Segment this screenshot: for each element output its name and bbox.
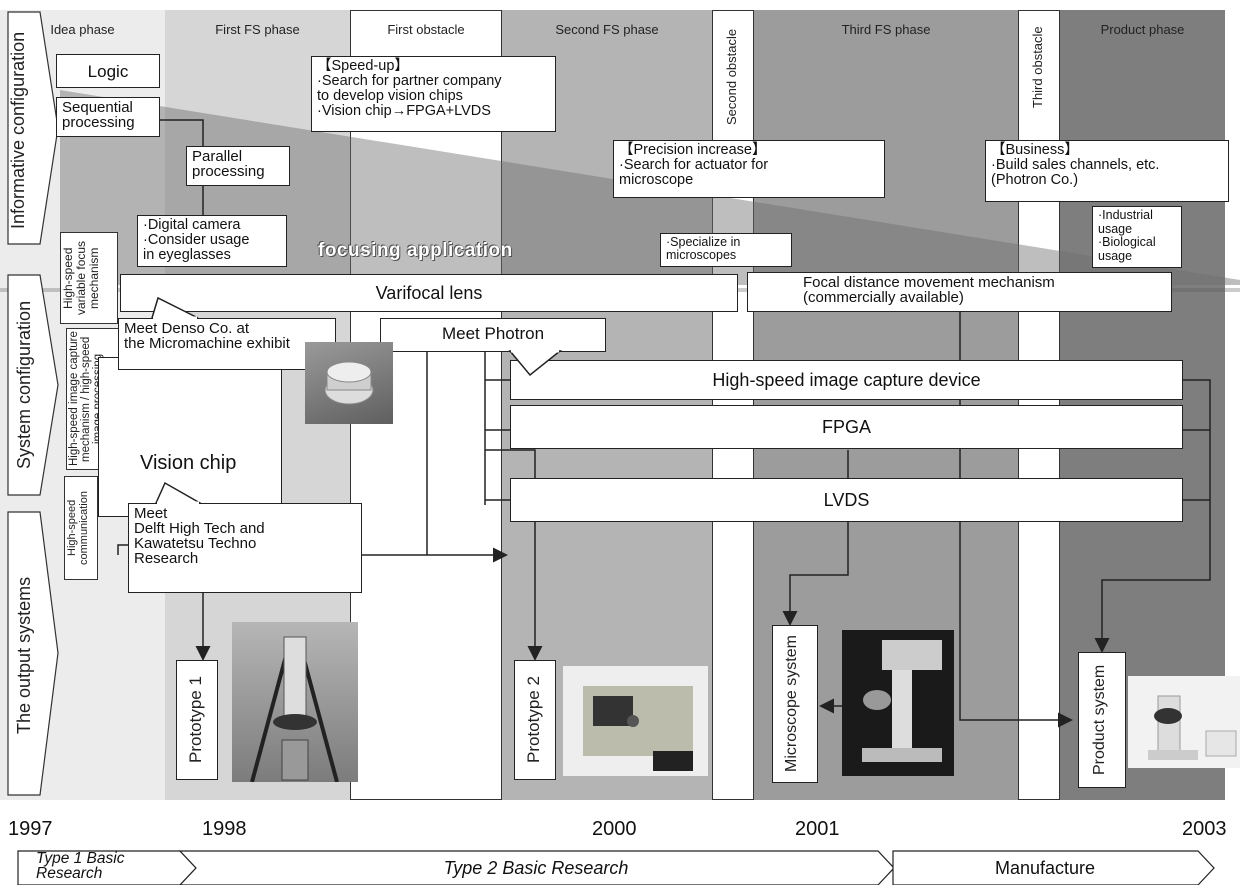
sub-label-focus-box [60,232,118,324]
prototype2-box [514,660,556,780]
varifocal-lens-bar: Varifocal lens [120,274,738,312]
focal-distance-bar: Focal distance movement mechanism (comme… [747,272,1172,312]
phase-label-first-fs: First FS phase [215,22,300,37]
phase-label-third-fs: Third FS phase [841,22,931,37]
phase-label-second-fs: Second FS phase [555,22,659,37]
timeline-manufacture: Manufacture [994,858,1096,878]
usage-box: ·Industrial usage ·Biological usage [1092,206,1182,268]
business-box: 【Business】 ·Build sales channels, etc. (… [985,140,1229,202]
digital-camera-box: ·Digital camera ·Consider usage in eyegl… [137,215,287,267]
year-2001: 2001 [795,818,840,840]
prototype2-photo [563,666,708,776]
specialize-box: ·Specialize in microscopes [660,233,792,267]
speed-up-box: 【Speed-up】 ·Search for partner company t… [311,56,556,132]
prototype1-photo [232,622,358,783]
phase-label-first-obstacle: First obstacle [387,22,465,37]
meet-denso-callout: Meet Denso Co. at the Micromachine exhib… [118,318,336,370]
precision-increase-box: 【Precision increase】 ·Search for actuato… [613,140,885,198]
sequential-processing-box: Sequential processing [56,97,160,137]
product-photo [1128,676,1240,768]
microscope-photo [842,630,954,776]
fpga-bar: FPGA [510,405,1183,449]
year-1998: 1998 [202,818,247,840]
meet-photron-callout: Meet Photron [380,318,606,352]
year-2000: 2000 [592,818,637,840]
focusing-application-label: focusing application [318,240,513,261]
parallel-processing-box: Parallel processing [186,146,290,186]
product-system-box [1078,652,1126,788]
microscope-system-box [772,625,818,783]
capture-device-bar: High-speed image capture device [510,360,1183,400]
sub-label-comm-box [64,476,98,580]
phase-label-product: Product phase [1100,22,1185,37]
vision-chip-panel [98,357,282,517]
lens-photo [305,342,393,424]
year-2003: 2003 [1182,818,1227,840]
timeline-type2: Type 2 Basic Research [443,858,629,878]
timeline-type1: Type 1 Basic Research [36,850,125,882]
prototype1-box [176,660,218,780]
phase-label-idea: Idea phase [50,22,115,37]
logic-box: Logic [56,54,160,88]
year-1997: 1997 [8,818,53,840]
vision-chip-label: Vision chip [140,452,237,474]
meet-delft-callout: Meet Delft High Tech and Kawatetsu Techn… [128,503,362,593]
lvds-bar: LVDS [510,478,1183,522]
